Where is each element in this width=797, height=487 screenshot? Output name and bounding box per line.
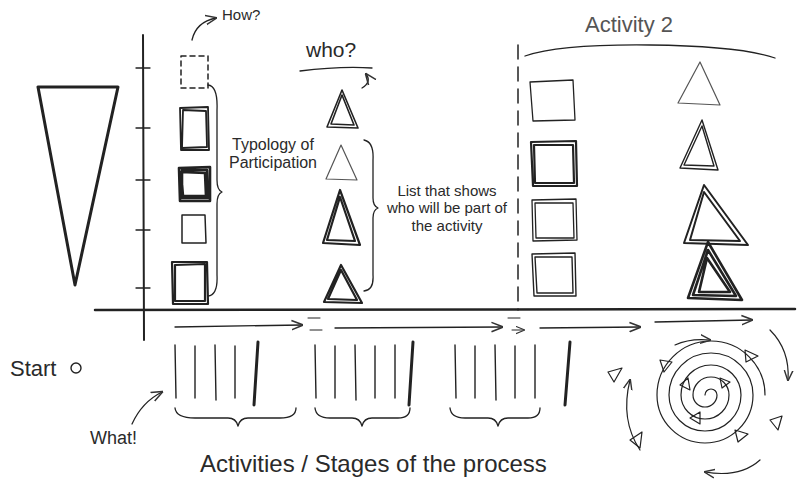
label-wrap: Activity 2: [585, 12, 673, 37]
bracket-note: List that shows who will be part of the …: [384, 182, 510, 234]
spiral-arrow: [705, 460, 760, 474]
question-label: who?: [306, 38, 356, 62]
label-wrap: Typology of Participation: [224, 136, 322, 173]
label-wrap: How?: [222, 6, 260, 23]
label-wrap: Activities / Stages of the process: [200, 450, 547, 478]
spiral-arrow: [675, 340, 710, 345]
triangle: [684, 185, 748, 245]
underline: [525, 45, 775, 58]
leader-arrow: [132, 392, 162, 424]
activity-ticks: [565, 342, 570, 405]
bracket-note: Typology of Participation: [224, 136, 322, 173]
brace: [208, 85, 222, 296]
spiral-arrowheads: [608, 350, 782, 448]
start-marker: [71, 363, 81, 373]
triangle: [680, 120, 718, 170]
square: [180, 107, 209, 150]
underline: [300, 67, 372, 71]
activity-ticks: [409, 342, 413, 405]
process-arrow: [175, 325, 302, 327]
brace: [315, 408, 410, 426]
brace: [364, 140, 378, 291]
triangle: [327, 90, 358, 128]
triangle: [326, 145, 357, 180]
label-wrap: List that shows who will be part of the …: [384, 182, 510, 234]
small-arrows: [308, 318, 524, 330]
spiral-arrow: [770, 330, 788, 380]
leader-arrow: [192, 18, 216, 40]
process-arrow: [655, 320, 752, 322]
square: [532, 253, 576, 296]
process-arrow: [540, 327, 640, 328]
axis-ticks: [136, 68, 150, 288]
process-arrow: [335, 327, 502, 328]
horizontal-axis: [95, 309, 795, 310]
activity-ticks: [175, 345, 235, 400]
vertical-axis: [143, 35, 144, 340]
square: [531, 141, 577, 186]
brace: [450, 408, 540, 426]
triangle: [688, 242, 742, 300]
square: [530, 80, 575, 121]
triangle: [678, 62, 720, 105]
chaos-spiral: [657, 341, 765, 443]
brace: [175, 408, 296, 426]
square: [532, 199, 577, 241]
label-wrap: Start: [10, 356, 56, 381]
triangle: [323, 190, 360, 245]
activity-ticks: [455, 345, 535, 400]
square: [172, 262, 208, 304]
square: [182, 215, 206, 243]
question-label: How?: [222, 6, 260, 23]
start-label: Start: [10, 356, 56, 381]
label-wrap: What!: [90, 428, 137, 449]
activity-ticks: [254, 342, 258, 405]
funnel-triangle: [38, 87, 118, 285]
dashed-square: [181, 56, 208, 88]
activity-separator: [517, 45, 519, 310]
leader-arrow: [362, 74, 368, 88]
activity-ticks: [315, 345, 395, 400]
question-label: What!: [90, 428, 137, 449]
activity-title: Activity 2: [585, 12, 673, 37]
triangle: [324, 265, 362, 303]
square: [179, 167, 210, 201]
axis-title: Activities / Stages of the process: [200, 450, 547, 478]
spiral-arrow: [627, 380, 640, 450]
label-wrap: who?: [306, 38, 356, 62]
